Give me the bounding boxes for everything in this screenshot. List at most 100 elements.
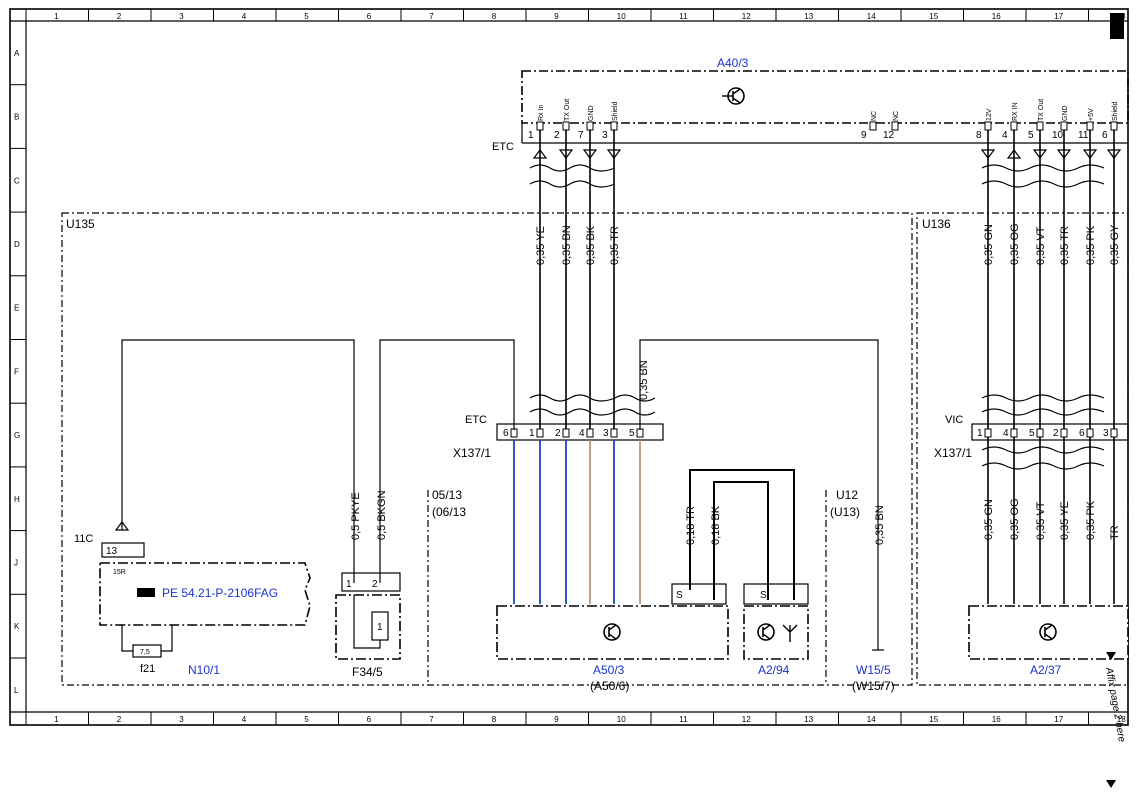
column-number-top: 9: [554, 12, 559, 21]
direction-arrow-icon: [1106, 149, 1122, 159]
module-a50-6-label: (A50/6): [590, 679, 629, 693]
pin-terminal: [536, 121, 544, 131]
column-number-bottom: 4: [242, 715, 247, 724]
wire-n10-bkgn: [379, 339, 515, 583]
a40-pin-label: Shield: [1112, 101, 1119, 121]
a40-pin-label: 12V: [986, 108, 993, 121]
module-a2-37-box: [968, 605, 1129, 660]
wire-a294-bk: [713, 481, 769, 600]
pin-terminal: [1036, 428, 1044, 438]
x137-right-pin-number: 3: [1103, 428, 1109, 439]
column-number-bottom: 6: [367, 715, 372, 724]
direction-arrow-icon: [1032, 149, 1048, 159]
pin-terminal: [1110, 121, 1118, 131]
column-number-top: 5: [304, 12, 309, 21]
x137-left-pin-number: 3: [603, 428, 609, 439]
w15-7-label: (W15/7): [852, 679, 895, 693]
module-a50-3-box: [496, 605, 729, 660]
x137-left-pin-number: 6: [503, 428, 509, 439]
shield-wave-top-right-2: [981, 180, 1105, 188]
a40-pin-number: 5: [1028, 130, 1034, 141]
a40-pin-number: 10: [1052, 130, 1064, 141]
direction-arrow-icon: [532, 149, 548, 159]
column-number-bottom: 7: [429, 715, 434, 724]
wire-label: 0,35 TR: [609, 226, 621, 265]
etc-top-label: ETC: [492, 141, 514, 153]
pin-terminal: [984, 428, 992, 438]
shield-wave-top-left: [529, 164, 616, 172]
pin-terminal: [1010, 428, 1018, 438]
shield-wave-mid-left: [529, 394, 656, 402]
pin-terminal: [562, 121, 570, 131]
x137-left-pin-number: 2: [555, 428, 561, 439]
triangle-marker-icon: [1106, 780, 1116, 788]
column-number-bottom: 18: [1117, 715, 1126, 724]
a40-pin-number: 4: [1002, 130, 1008, 141]
direction-arrow-icon: [1082, 149, 1098, 159]
x137-left-pin-number: 5: [629, 428, 635, 439]
pin-terminal: [1086, 121, 1094, 131]
column-number-bottom: 1: [54, 715, 59, 724]
module-a40-3-label: A40/3: [717, 56, 749, 70]
wire-label-lower: 0,35 GN: [983, 499, 995, 540]
f34-inner-pin: 1: [377, 622, 383, 633]
pin-13-label: 13: [106, 546, 118, 557]
column-number-top: 13: [804, 12, 813, 21]
fuse-label: f21: [140, 663, 155, 675]
column-number-top: 4: [242, 12, 247, 21]
module-a40-3-box: [521, 70, 1129, 124]
pin-terminal: [1010, 121, 1018, 131]
wire-label: 0,35 GN: [983, 224, 995, 265]
u135-label: U135: [66, 217, 95, 231]
pin-terminal: [610, 428, 618, 438]
pin-terminal: [536, 428, 544, 438]
reference-link[interactable]: PE 54.21-P-2106FAG: [162, 586, 278, 600]
column-number-top: 14: [867, 12, 876, 21]
shield-wave-mid-right-2: [981, 408, 1105, 416]
column-number-bottom: 15: [929, 715, 938, 724]
transistor-icon: [1039, 623, 1057, 641]
module-a2-94-label: A2/94: [758, 663, 790, 677]
wire-label: 0,35 BN: [561, 225, 573, 265]
pin-terminal: [891, 121, 899, 131]
wire-label: 0,35 GY: [1109, 224, 1121, 265]
a40-pin-number: 8: [976, 130, 982, 141]
wire-w15-label: 0,35 BN: [874, 505, 886, 545]
etc-mid-label: ETC: [465, 414, 487, 426]
direction-arrow-icon: [558, 149, 574, 159]
column-number-top: 2: [117, 12, 122, 21]
wire-label-lower: 0,35 PK: [1085, 500, 1097, 540]
column-number-bottom: 12: [742, 715, 751, 724]
pin-terminal: [1110, 428, 1118, 438]
module-a2-37-label: A2/37: [1030, 663, 1062, 677]
column-number-top: 6: [367, 12, 372, 21]
f34-pin-2: 2: [372, 579, 378, 590]
x137-left-pin-number: 1: [529, 428, 535, 439]
module-f34-5-box: [335, 594, 401, 660]
column-number-top: 3: [179, 12, 184, 21]
x137-right-pin-number: 5: [1029, 428, 1035, 439]
u12-label: U12: [836, 488, 858, 502]
transistor-icon: [722, 87, 745, 105]
pin-terminal: [562, 428, 570, 438]
module-f34-5-label: F34/5: [352, 665, 383, 679]
column-number-bottom: 8: [492, 715, 497, 724]
shield-wave-mid-left-2: [529, 408, 656, 416]
row-letter: G: [14, 431, 20, 440]
a40-pin-number: 11: [1078, 130, 1089, 141]
a40-pin-label: Rx In: [538, 105, 545, 121]
shield-wave-mid-right: [981, 394, 1105, 402]
f34-pin-1: 1: [346, 579, 352, 590]
column-number-bottom: 13: [804, 715, 813, 724]
column-number-bottom: 2: [117, 715, 122, 724]
wire-a294-tr: [689, 469, 795, 600]
triangle-marker-icon: [1106, 652, 1116, 660]
row-letter: L: [14, 686, 19, 695]
a40-pin-label: RX IN: [1012, 102, 1019, 121]
a40-pin-label: +5V: [1088, 108, 1095, 121]
column-number-bottom: 16: [992, 715, 1001, 724]
